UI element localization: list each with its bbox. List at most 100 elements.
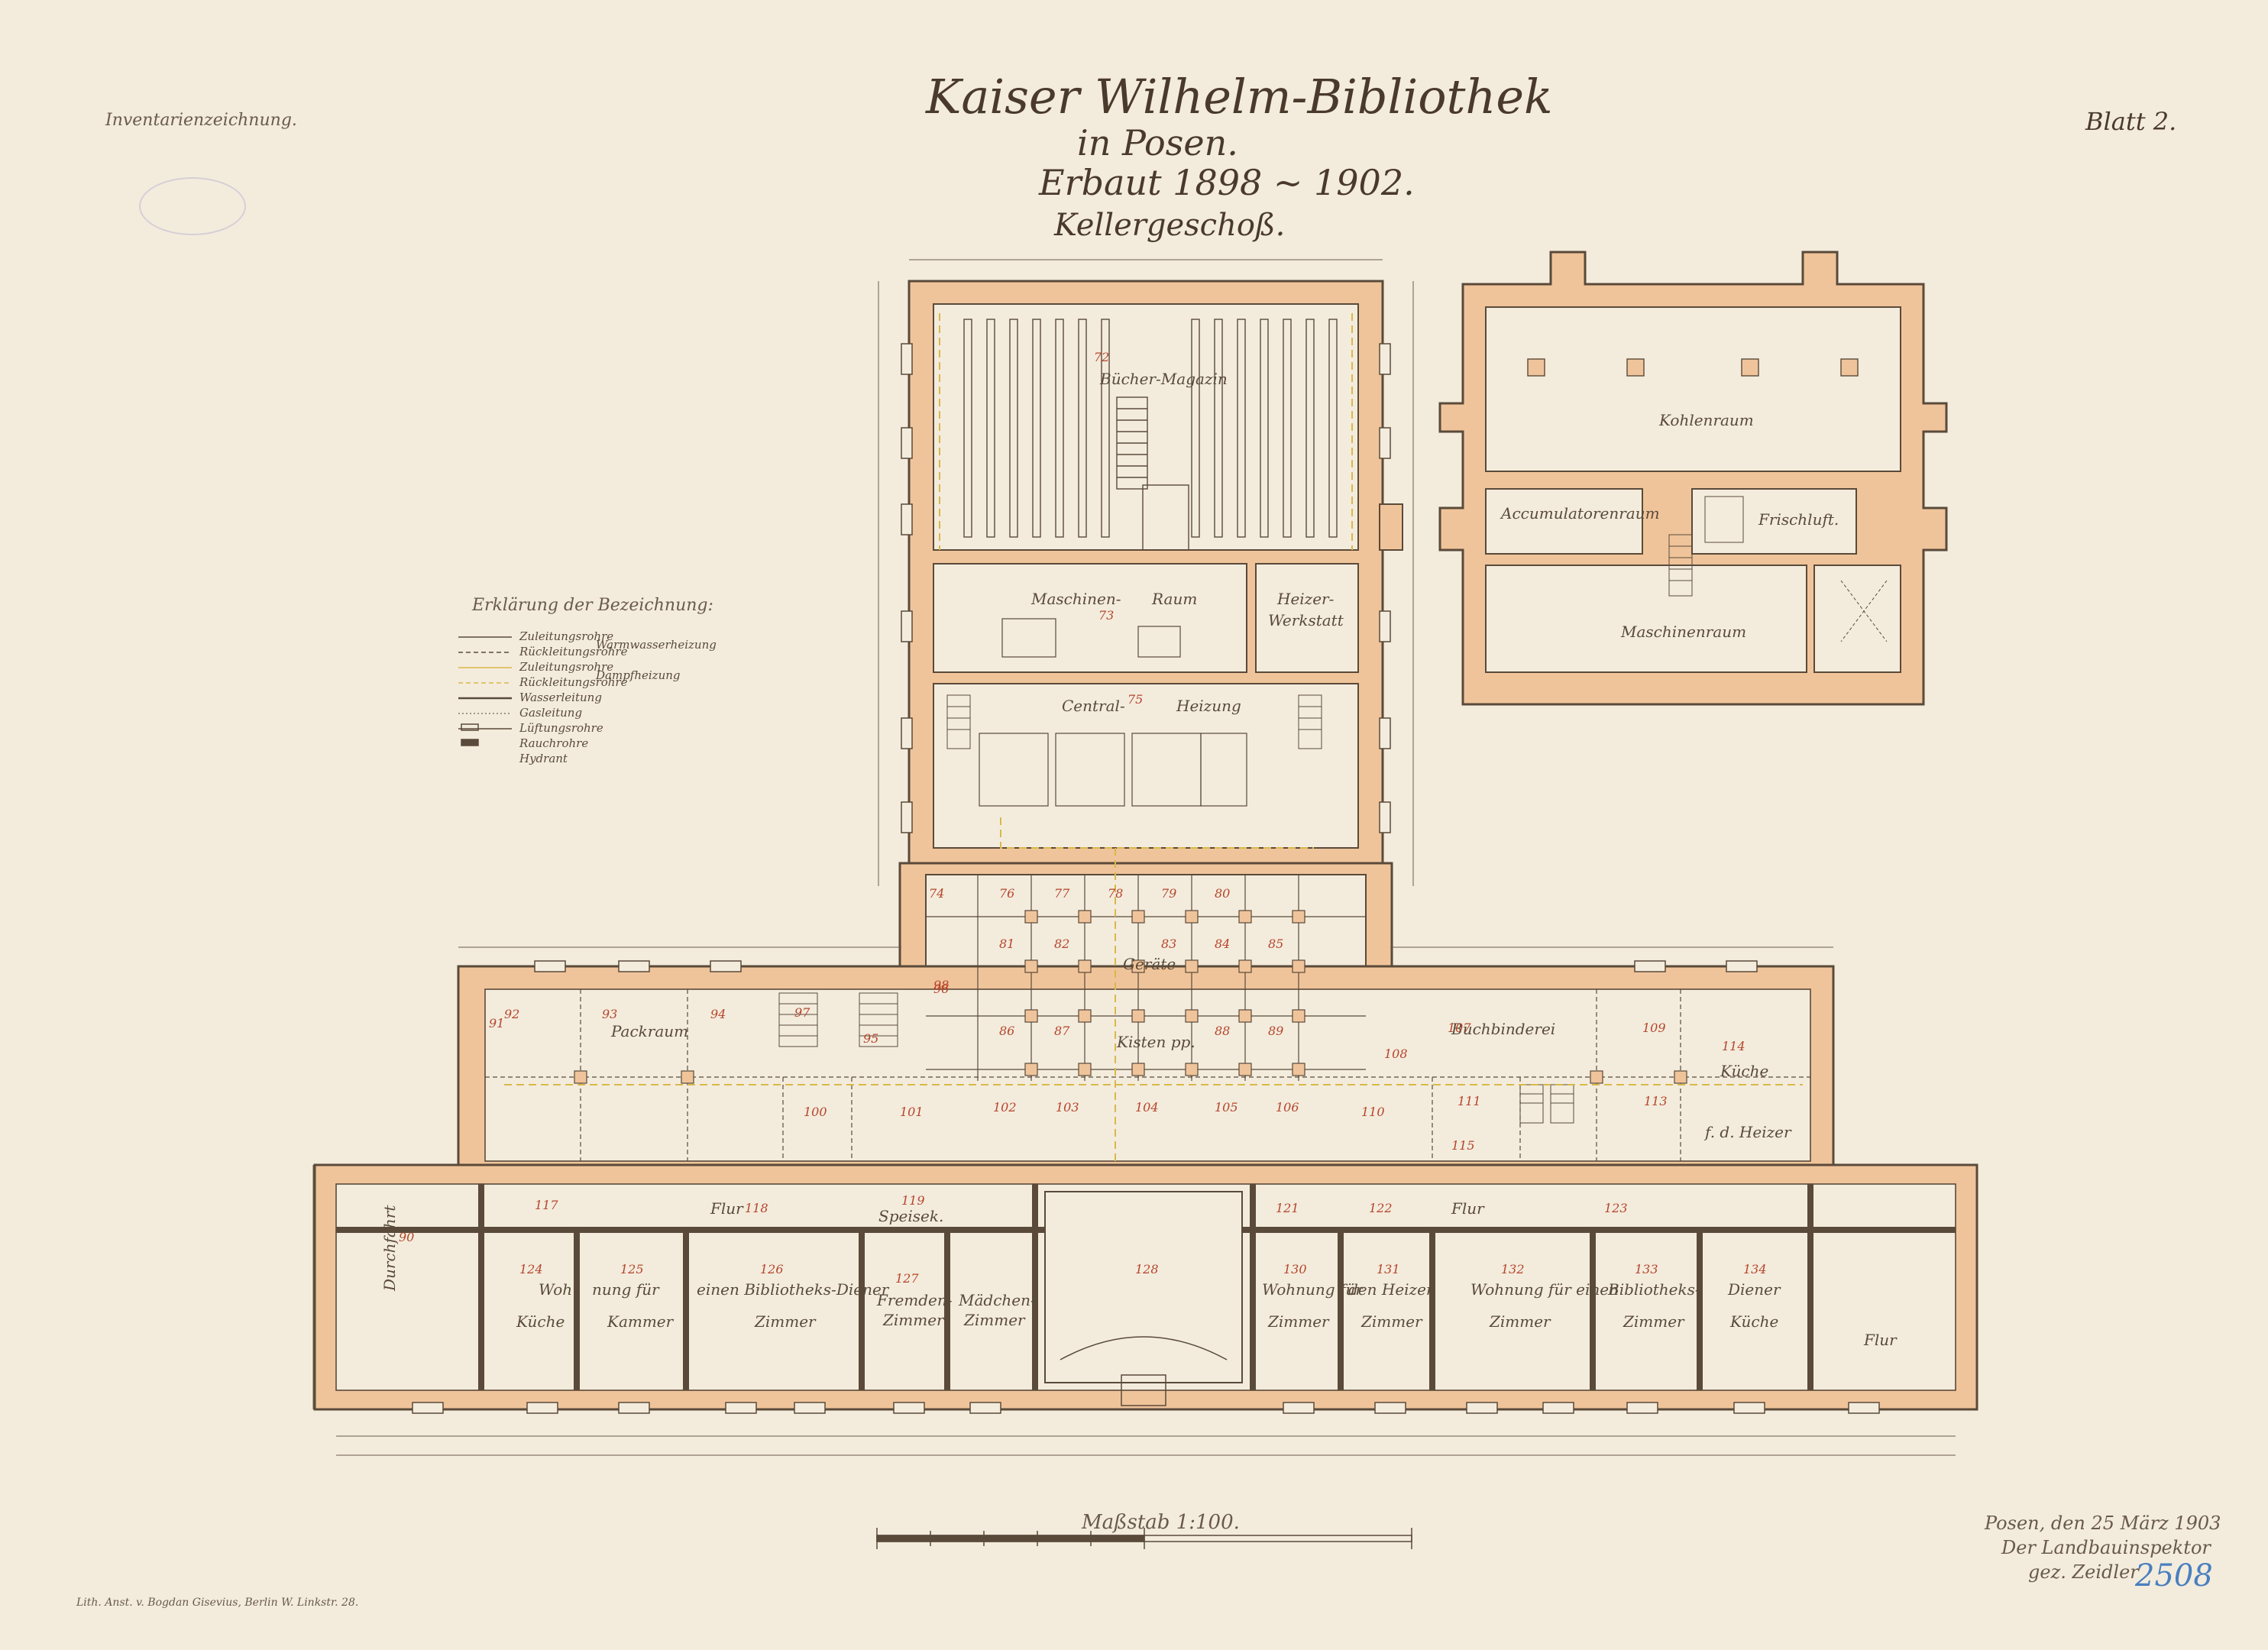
room-label-nung-fuer: nung für [592, 1280, 659, 1299]
room-label-central: Central- [1062, 697, 1125, 715]
room-number: 72 [1094, 350, 1110, 364]
legend-item: Wasserleitung [519, 691, 602, 704]
room-number: 95 [863, 1031, 879, 1046]
room-label-flur-right: Flur [1451, 1199, 1484, 1218]
room-label-woh: Woh [539, 1280, 573, 1299]
room-number: 93 [602, 1007, 618, 1021]
room-number: 123 [1604, 1201, 1628, 1215]
room-number: 84 [1215, 937, 1231, 951]
room-label-durchfahrt: Durchfahrt [380, 1205, 399, 1291]
room-number: 121 [1276, 1201, 1299, 1215]
room-number: 105 [1215, 1100, 1238, 1115]
room-number: 110 [1361, 1105, 1385, 1119]
room-label-diener-2: Diener [1728, 1280, 1781, 1299]
legend-item: Gasleitung [519, 706, 583, 720]
legend-item: Zuleitungsrohre [519, 660, 614, 674]
built-label: Erbaut 1898 ~ 1902. [1039, 162, 1415, 203]
room-number: 128 [1135, 1262, 1159, 1276]
room-label-kueche: Küche [1720, 1062, 1769, 1080]
room-label-wohnung-biblio: Wohnung für einen [1470, 1280, 1619, 1299]
room-number: 76 [999, 886, 1015, 901]
room-number: 94 [710, 1007, 726, 1021]
room-label-frischluft: Frischluft. [1758, 510, 1839, 529]
signature: gez. Zeidler [2028, 1561, 2139, 1583]
sheet-label: Blatt 2. [2085, 107, 2177, 136]
room-label-packraum: Packraum [611, 1022, 689, 1040]
room-number: 82 [1054, 937, 1070, 951]
room-label-maschinenraum: Maschinenraum [1621, 623, 1747, 641]
room-number: 89 [1268, 1024, 1284, 1038]
room-label-heizer: Heizer- [1277, 590, 1335, 608]
legend-group-warm: Warmwasserheizung [596, 638, 717, 652]
room-number: 90 [399, 1230, 415, 1244]
room-label-flur-corner: Flur [1864, 1331, 1897, 1349]
room-label-speisek: Speisek. [878, 1207, 944, 1225]
annex-building [1438, 251, 1948, 706]
page-title: Kaiser Wilhelm-Bibliothek [926, 69, 1553, 125]
room-number: 122 [1369, 1201, 1393, 1215]
room-number: 111 [1458, 1094, 1481, 1108]
room-label-bibliotheks: Bibliotheks- [1608, 1280, 1700, 1299]
room-number: 127 [895, 1271, 919, 1286]
room-number: 107 [1448, 1021, 1471, 1035]
room-number: 81 [999, 937, 1015, 951]
room-number: 78 [1108, 886, 1124, 901]
room-number: 73 [1098, 608, 1115, 623]
room-number: 124 [519, 1262, 543, 1276]
legend-group-steam: Dampfheizung [596, 668, 681, 682]
machine-room [933, 563, 1247, 673]
office-label: Der Landbauinspektor [2001, 1537, 2211, 1558]
room-label-heizung: Heizung [1176, 697, 1241, 715]
legend-item: Hydrant [519, 752, 568, 765]
accumulator-room [1485, 488, 1643, 555]
room-number: 97 [794, 1005, 810, 1020]
room-number: 87 [1054, 1024, 1070, 1038]
room-number: 74 [929, 886, 945, 901]
room-label-raum: Raum [1152, 590, 1198, 608]
room-label-zimmer-2: Zimmer [1268, 1312, 1329, 1331]
room-number: 109 [1642, 1021, 1666, 1035]
archive-number: 2508 [2135, 1558, 2213, 1593]
room-number: 106 [1276, 1100, 1299, 1115]
scale-label: Maßstab 1:100. [1082, 1511, 1240, 1534]
room-number: 113 [1644, 1094, 1668, 1108]
dimension-lines [312, 259, 1956, 1456]
room-number: 79 [1161, 886, 1177, 901]
room-number: 102 [993, 1100, 1017, 1115]
legend-item: Rauchrohre [519, 736, 589, 750]
room-label-maedchen: Mädchen- [959, 1291, 1036, 1309]
room-number: 134 [1743, 1262, 1767, 1276]
legend-item: Rückleitungsrohre [519, 645, 628, 658]
room-label-fuer-heizer: f. d. Heizer [1705, 1123, 1791, 1141]
floor-label: Kellergeschoß. [1054, 208, 1286, 243]
room-label-accumulatoren: Accumulatorenraum [1501, 504, 1660, 522]
room-number: 103 [1056, 1100, 1079, 1115]
room-label-buchbinderei: Buchbinderei [1451, 1020, 1556, 1038]
room-number: 119 [901, 1193, 925, 1208]
room-number: 101 [900, 1105, 924, 1119]
legend-swatches [458, 636, 512, 746]
room-label-magazin: Bücher-Magazin [1100, 370, 1228, 388]
printer-credit: Lith. Anst. v. Bogdan Gisevius, Berlin W… [76, 1597, 359, 1609]
room-number: 83 [1161, 937, 1177, 951]
library-stamp [139, 177, 246, 235]
title-line-2: in Posen. [1077, 122, 1238, 163]
room-label-zimmer-4: Zimmer [1490, 1312, 1551, 1331]
room-label-kueche-2: Küche [516, 1312, 565, 1331]
room-label-maedchen-zimmer: Zimmer [964, 1311, 1025, 1329]
room-number: 118 [745, 1201, 768, 1215]
room-label-kueche-3: Küche [1730, 1312, 1779, 1331]
room-label-werkstatt: Werkstatt [1268, 611, 1344, 629]
room-label-fremden: Fremden- [877, 1291, 953, 1309]
legend-item: Lüftungsrohre [519, 721, 603, 735]
room-number: 77 [1054, 886, 1070, 901]
engine-room [1485, 565, 1807, 673]
room-label-zimmer-5: Zimmer [1623, 1312, 1684, 1331]
room-number: 86 [999, 1024, 1015, 1038]
heater-workshop [1255, 563, 1359, 673]
room-number: 92 [504, 1007, 520, 1021]
room-number: 75 [1128, 692, 1144, 707]
room-number: 115 [1451, 1138, 1475, 1153]
room-number: 98 [933, 978, 950, 992]
